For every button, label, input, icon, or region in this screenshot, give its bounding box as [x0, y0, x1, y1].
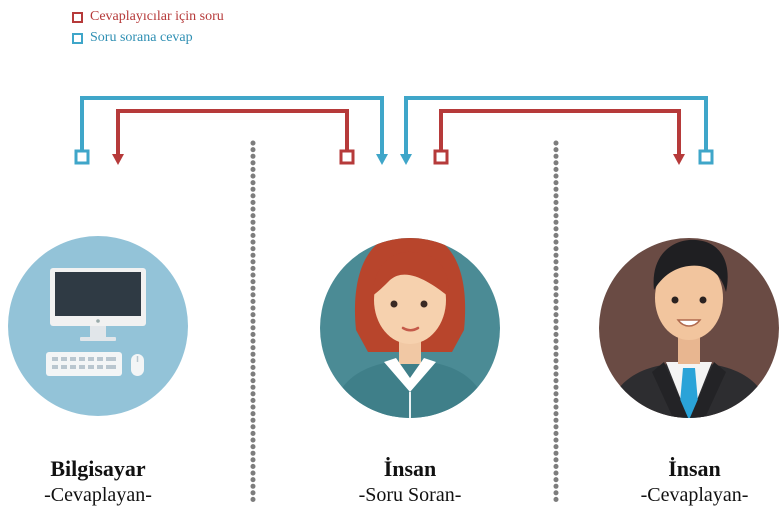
- node-label-computer: Bilgisayar -Cevaplayan-: [8, 456, 188, 508]
- question-port-icon: [339, 149, 355, 165]
- computer-icon: [8, 236, 188, 416]
- legend-answer-label: Soru sorana cevap: [90, 30, 193, 45]
- node-role: -Soru Soran-: [358, 484, 462, 506]
- question-swatch-icon: [72, 11, 83, 23]
- legend-item-question: Cevaplayıcılar için soru: [72, 8, 224, 26]
- connector-left-answer: [80, 96, 384, 155]
- arrow-head-icon: [112, 154, 124, 165]
- arrow-head-icon: [400, 154, 412, 165]
- legend-item-answer: Soru sorana cevap: [72, 29, 224, 47]
- node-name: Bilgisayar: [50, 456, 146, 481]
- legend-question-label: Cevaplayıcılar için soru: [90, 9, 224, 24]
- woman-avatar-icon: [320, 238, 500, 418]
- legend: Cevaplayıcılar için soru Soru sorana cev…: [72, 8, 224, 50]
- answer-port-icon: [74, 149, 90, 165]
- node-role: -Cevaplayan-: [44, 484, 152, 506]
- connector-left-question: [116, 109, 349, 155]
- answer-swatch-icon: [72, 32, 83, 44]
- man-avatar-icon: [599, 238, 779, 418]
- arrow-head-icon: [376, 154, 388, 165]
- node-role: -Cevaplayan-: [640, 484, 749, 506]
- node-name: İnsan: [668, 456, 721, 481]
- connector-right-answer: [404, 96, 708, 155]
- node-name: İnsan: [383, 456, 437, 481]
- node-label-responder: İnsan -Cevaplayan-: [610, 456, 779, 508]
- answer-port-icon: [698, 149, 714, 165]
- node-label-questioner: İnsan -Soru Soran-: [320, 456, 500, 508]
- connector-right-question: [439, 109, 681, 155]
- question-port-icon: [433, 149, 449, 165]
- arrow-head-icon: [673, 154, 685, 165]
